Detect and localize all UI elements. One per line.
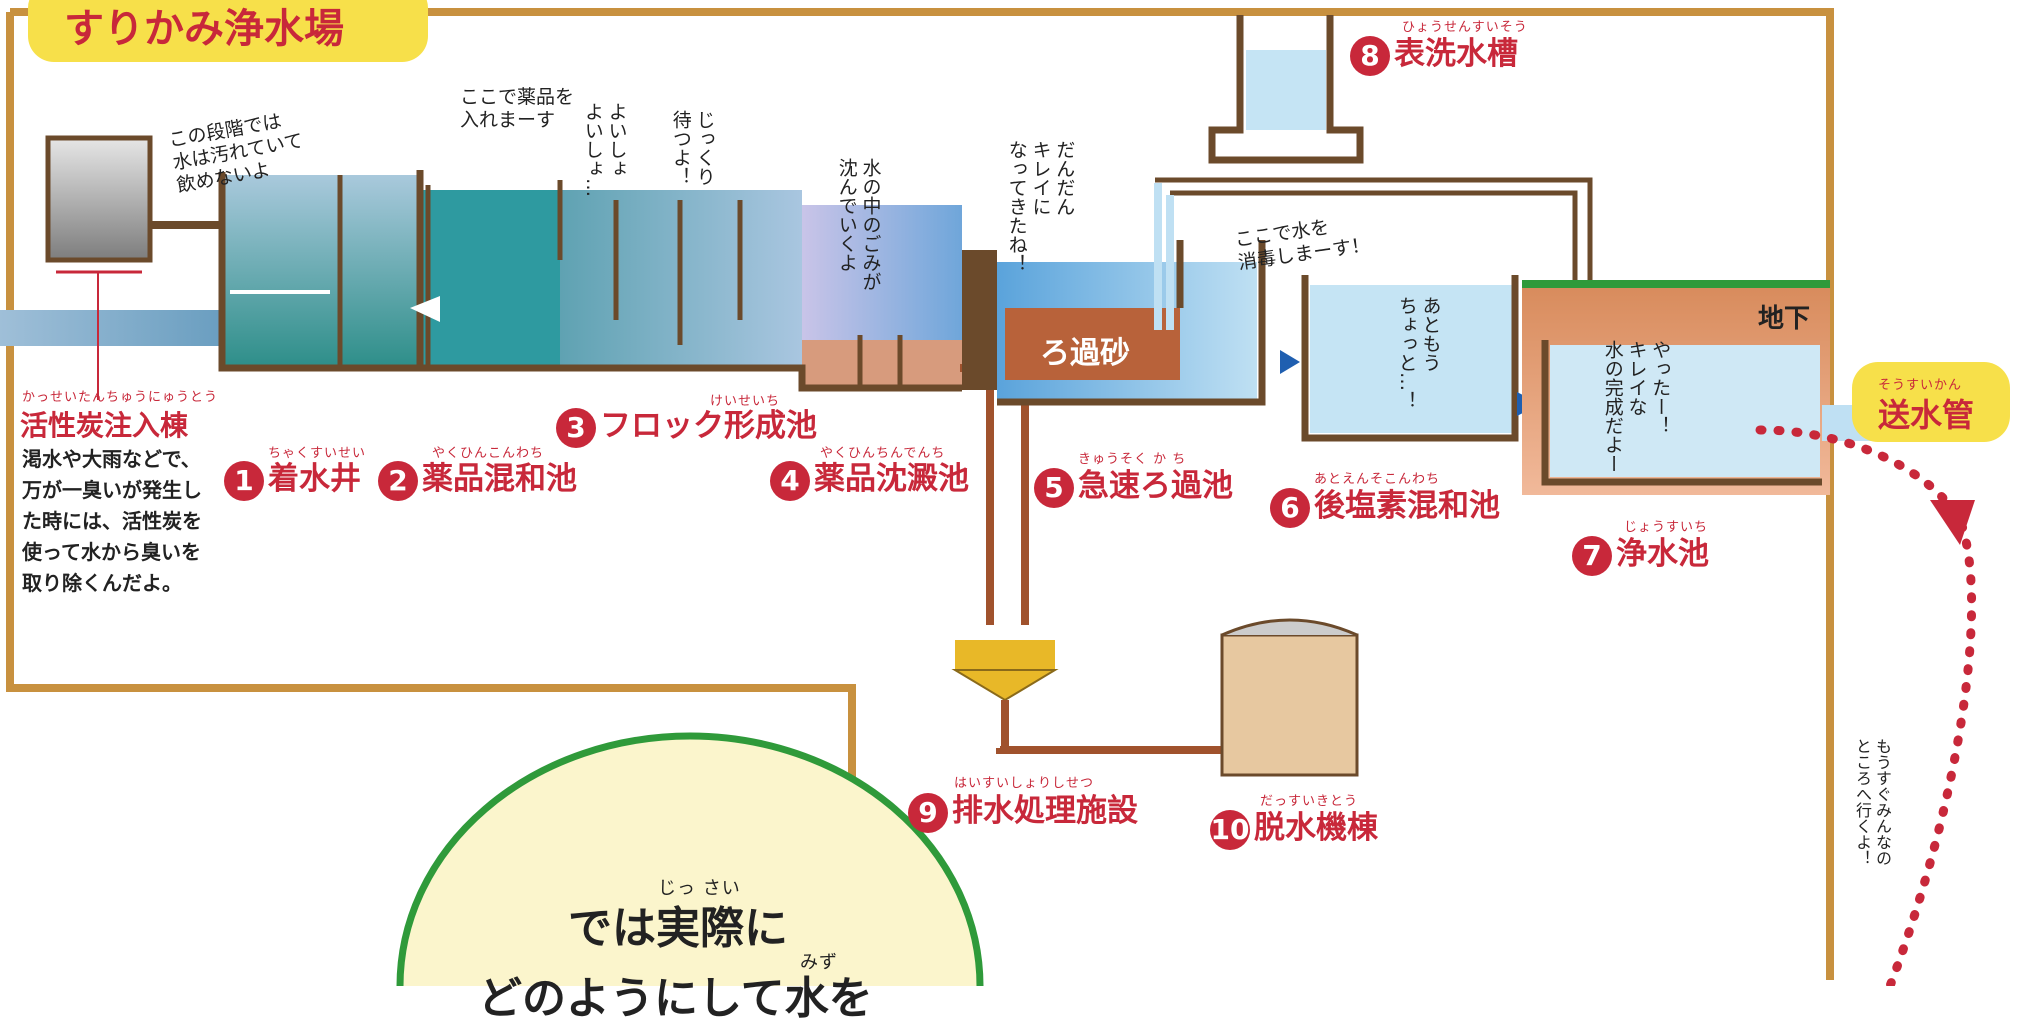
wash-tank [1208,15,1364,164]
speech-almost: あともう ちょっと…！ [1395,296,1442,410]
sediment-4 [802,340,962,385]
page-title: すりかみ浄水場 [64,6,344,52]
basin-1 [222,175,420,365]
carbon-description: 渇水や大雨などで、 万が一臭いが発生し た時には、活性炭を 使って水から臭いを … [22,447,202,595]
basin-2 [420,190,560,365]
stage4-ruby: やくひんちんでんち [820,446,946,461]
basin-7 [1550,345,1820,477]
stage8-number: 8 [1350,35,1390,76]
stage8-ruby: ひょうせんすいそう [1402,20,1528,35]
stage1-number: 1 [224,460,264,501]
grass [1522,280,1830,288]
stage10-number: 10 [1210,809,1250,850]
carbon-title: 活性炭注入棟 [20,409,189,442]
stage9-number: 9 [908,792,948,833]
pipe-label: 送水管 [1878,396,1975,434]
stage7-number: 7 [1572,535,1612,576]
water-plant-diagram [0,8,1977,986]
speech-yoisho: よいしょ よいしょ… [581,102,628,197]
bottom-line2: どのようにして水を [478,973,873,1024]
stage4-number: 4 [770,460,810,501]
title-badge [28,0,428,62]
stage2-number: 2 [378,460,418,501]
bottom-ruby: じっ さい [658,878,741,899]
stage10-ruby: だっすいきとう [1260,794,1359,809]
bottom-ruby2: みず [800,952,838,973]
stage6-number: 6 [1270,487,1310,528]
underground-label: 地下 [1758,304,1811,334]
sand-layer [1005,308,1180,380]
carbon-ruby: かっせいたんちゅうにゅうとう [22,390,219,405]
stage1-ruby: ちゃくすいせい [268,446,367,461]
stage6-ruby: あとえんそこんわち [1314,472,1441,487]
pipe-badge [1852,362,2010,442]
speech-done: やったー！ キレイな 水の完成だよー [1601,340,1672,473]
stage2-ruby: やくひんこんわち [432,446,545,461]
stage3-number: 3 [556,407,596,448]
carbon-tank [45,135,153,263]
speech-wait: じっくり 待つよ！ [669,110,716,186]
basin-6 [1310,285,1515,433]
inlet-pipe [0,310,222,346]
speech-sink: 水の中のごみが 沈んでいくよ [835,158,882,291]
stage3-ruby: けいせいち [710,394,781,409]
speech-clean: だんだん キレイに なってきたね！ [1005,140,1076,273]
stage5-number: 5 [1034,467,1074,508]
speech-chemical: ここで薬品を 入れまーす [460,86,575,131]
stage5-ruby: きゅうそく か ち [1078,452,1187,467]
stage7-ruby: じょうすいち [1624,520,1709,535]
bottom-line1: では実際に [568,903,788,954]
stage9-ruby: はいすいしょりしせつ [954,776,1095,791]
speech-soon: もうすぐみんなの ところへ行くよ！ [1853,738,1892,866]
pipe-ruby: そうすいかん [1878,378,1963,393]
sand-label: ろ過砂 [1040,336,1130,371]
dewatering-building [1220,633,1359,777]
bottom-circle [396,732,984,986]
